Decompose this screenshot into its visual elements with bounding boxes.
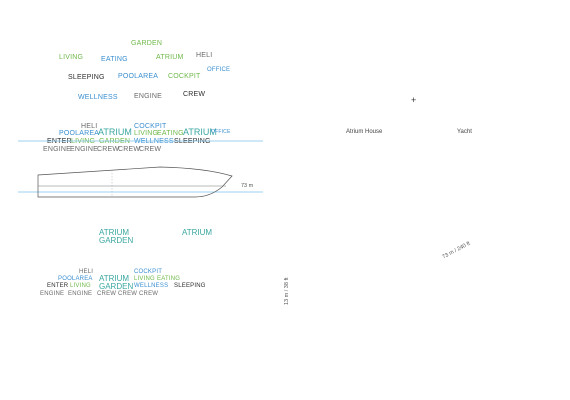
- overlay-heli: HELI: [79, 269, 94, 275]
- overlay-poolarea: POOLAREA: [58, 276, 93, 282]
- overlay-wellness: WELLNESS: [134, 283, 169, 289]
- stack-crew: CREW: [97, 146, 120, 153]
- word-heli: HELI: [196, 52, 213, 59]
- overlay-cockpit: COCKPIT: [134, 269, 163, 275]
- section-atrium: ATRIUM: [99, 228, 130, 237]
- stack-sleeping: SLEEPING: [174, 138, 211, 145]
- atrium-house-caption: Atrium House: [346, 129, 383, 135]
- plus-sign: +: [411, 95, 417, 105]
- word-poolarea: POOLAREA: [118, 73, 159, 80]
- word-sleeping: SLEEPING: [68, 74, 105, 81]
- yacht-caption: Yacht: [457, 129, 472, 135]
- height-dimension-label: 13 m / 38 ft: [284, 277, 290, 305]
- stack-living-2: LIVING: [71, 138, 96, 145]
- word-garden: GARDEN: [131, 40, 163, 47]
- word-cockpit: COCKPIT: [168, 73, 201, 80]
- stack-poolarea: POOLAREA: [59, 130, 100, 137]
- word-crew: CREW: [183, 91, 206, 98]
- hull-length-label: 73 m: [241, 183, 254, 189]
- overlay-enter: ENTER: [47, 283, 69, 289]
- stack-office: OFFICE: [211, 129, 231, 135]
- overlay-crew-2: CREW: [118, 291, 138, 297]
- overlay-engine-2: ENGINE: [68, 291, 93, 297]
- stack-engine-2: ENGINE: [70, 146, 99, 153]
- stack-atrium-2: ATRIUM: [183, 127, 217, 137]
- word-living: LIVING: [59, 54, 84, 61]
- stack-atrium: ATRIUM: [98, 127, 132, 137]
- overlay-engine: ENGINE: [40, 291, 65, 297]
- stack-crew-3: CREW: [139, 146, 162, 153]
- stack-engine: ENGINE: [43, 146, 72, 153]
- stack-cockpit: COCKPIT: [134, 123, 167, 130]
- stack-living: LIVING: [134, 130, 159, 137]
- overlay-sleeping: SLEEPING: [174, 283, 206, 289]
- stack-crew-2: CREW: [118, 146, 141, 153]
- overlay-atrium: ATRIUM: [99, 274, 130, 283]
- overlay-eating: EATING: [157, 276, 181, 282]
- section-atrium-right: ATRIUM: [182, 228, 213, 237]
- overlay-crew: CREW: [97, 291, 117, 297]
- stack-wellness: WELLNESS: [134, 138, 174, 145]
- stack-heli: HELI: [81, 123, 98, 130]
- stack-enter: ENTER: [47, 138, 72, 145]
- overlay-crew-3: CREW: [139, 291, 159, 297]
- word-engine: ENGINE: [134, 93, 163, 100]
- overlay-garden: GARDEN: [99, 282, 134, 291]
- overlay-living-2: LIVING: [70, 283, 91, 289]
- word-wellness: WELLNESS: [78, 94, 118, 101]
- word-office: OFFICE: [207, 67, 231, 73]
- word-eating: EATING: [101, 56, 128, 63]
- section-garden: GARDEN: [99, 236, 134, 245]
- hull-profile-1: [18, 166, 263, 198]
- stack-garden: GARDEN: [99, 138, 131, 145]
- stack-eating: EATING: [157, 130, 184, 137]
- overlay-living: LIVING: [134, 276, 155, 282]
- word-atrium: ATRIUM: [156, 54, 184, 61]
